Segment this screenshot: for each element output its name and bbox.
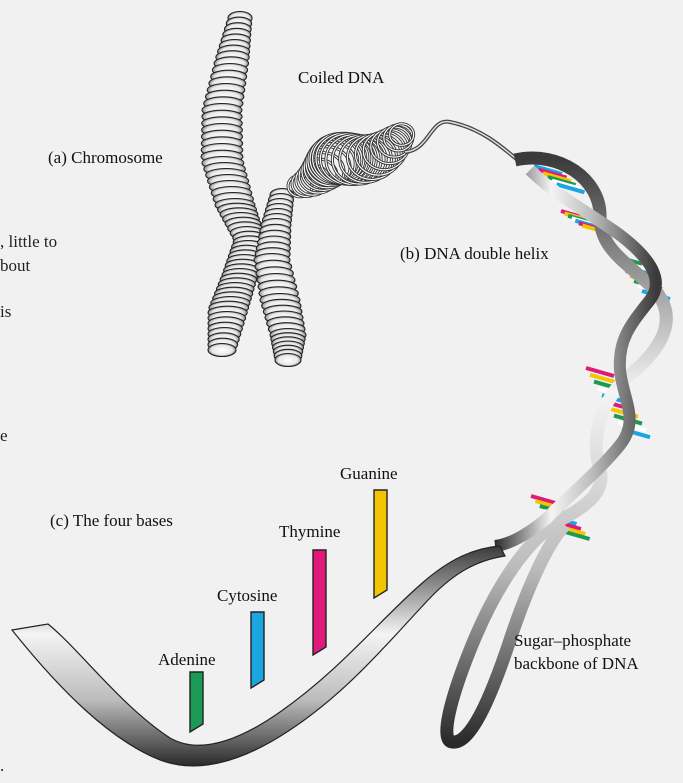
chromosome-label: (a) Chromosome — [48, 148, 163, 168]
helix-strand-b — [495, 170, 656, 546]
backbone-label-line1: Sugar–phosphate — [514, 631, 631, 651]
dna-strand-thin — [405, 122, 520, 162]
chromatid-disc — [275, 354, 301, 367]
coiled-dna-label: Coiled DNA — [298, 68, 384, 88]
base-post-thymine — [313, 550, 326, 655]
four-bases-label: (c) The four bases — [50, 511, 173, 531]
base-post-adenine — [190, 672, 203, 732]
double-helix-label: (b) DNA double helix — [400, 244, 549, 264]
backbone-label-line2: backbone of DNA — [514, 654, 639, 674]
base-label-guanine: Guanine — [340, 464, 398, 484]
background-text-2: bout — [0, 256, 30, 276]
base-post-guanine — [374, 490, 387, 598]
base-label-adenine: Adenine — [158, 650, 216, 670]
background-text-1: , little to — [0, 232, 57, 252]
chromatid-disc — [208, 344, 236, 357]
background-text-3: is — [0, 302, 11, 322]
chromatid-left — [201, 12, 265, 357]
base-post-cytosine — [251, 612, 264, 688]
background-text-5: . — [0, 756, 4, 776]
base-label-cytosine: Cytosine — [217, 586, 277, 606]
coiled-dna-coil — [288, 124, 414, 197]
chromatid-right — [254, 189, 306, 367]
background-text-4: e — [0, 426, 8, 446]
base-label-thymine: Thymine — [279, 522, 340, 542]
